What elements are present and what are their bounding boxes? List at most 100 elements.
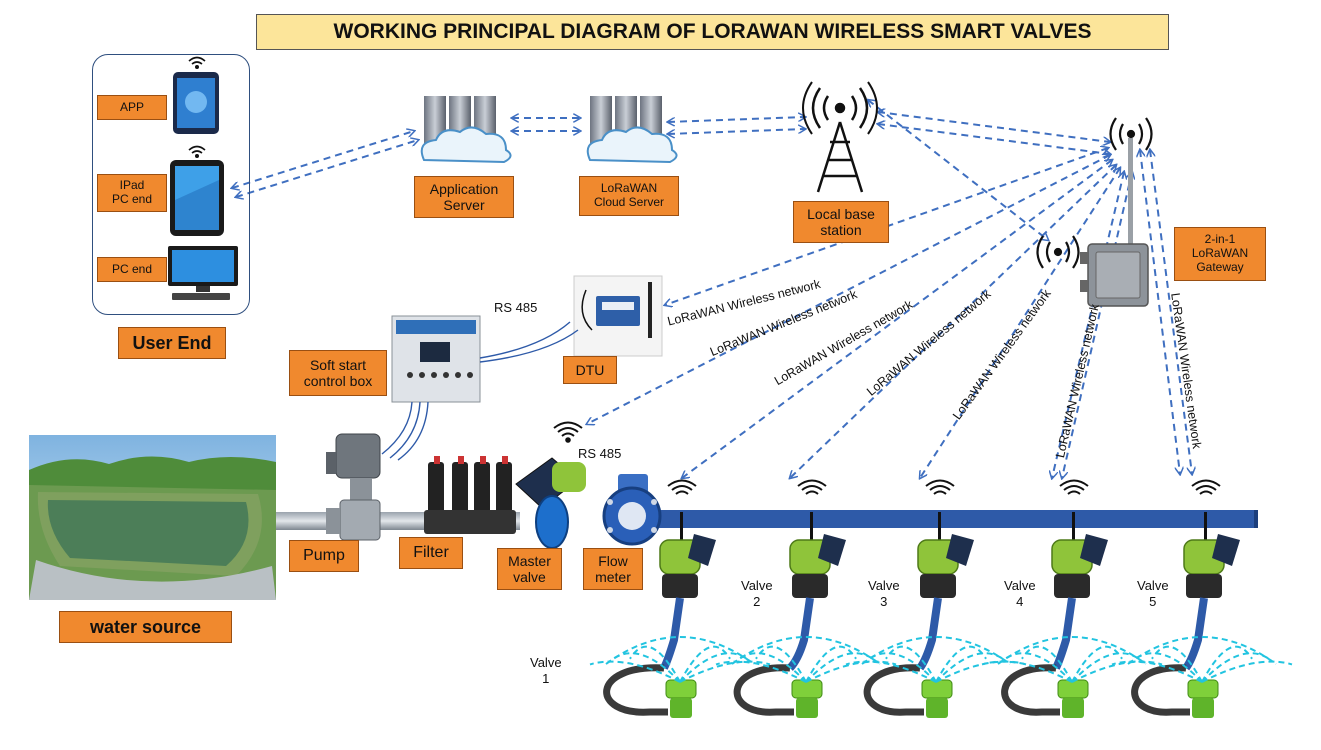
user-end-label: User End	[118, 327, 226, 359]
valve-3-label: Valve 3	[868, 578, 900, 610]
valve-1-label: Valve 1	[530, 655, 562, 687]
valve-2-label: Valve 2	[741, 578, 773, 610]
gateway-device-icon	[1080, 138, 1149, 307]
valve-3-wifi-icon	[925, 479, 955, 487]
master-valve-wifi-icon	[553, 421, 583, 443]
valve-5-body-icon	[1186, 574, 1222, 598]
application-server-icon	[420, 96, 512, 164]
valve-1-body-icon	[662, 574, 698, 598]
valve-5-spray-arc	[1111, 660, 1203, 683]
valve-3-spray-arc	[845, 660, 937, 683]
valve-2-wifi-icon	[805, 490, 819, 495]
water-source-label: water source	[59, 611, 232, 643]
master-valve-icon	[515, 457, 586, 549]
valve-4-body-icon	[1054, 574, 1090, 598]
valve-5-sprinkler-head-icon	[1187, 679, 1219, 699]
valve-1-hose	[603, 664, 668, 716]
valve-1-solar-panel-icon	[688, 534, 716, 566]
local-base-station-label: Local base station	[793, 201, 889, 243]
valve-2-spray-arc	[755, 645, 807, 683]
valve-3-spray-arc	[935, 652, 1007, 683]
valve-2-spray-arc	[731, 636, 881, 665]
valve-5-label: Valve 5	[1137, 578, 1169, 610]
valve-1-spray-arc	[605, 636, 755, 665]
valve-2-spray-arc	[805, 660, 897, 683]
valve-4-wifi-icon	[1059, 479, 1089, 487]
valve-5-antenna	[1204, 512, 1207, 542]
valve-5-sprinkler-base-icon	[1192, 698, 1214, 718]
valve-1-spray-arc	[679, 660, 771, 683]
valve-5-spray-arc	[1201, 660, 1293, 683]
cloud-server-label: LoRaWAN Cloud Server	[579, 176, 679, 216]
valve-units	[589, 479, 1293, 718]
wifi-icon	[188, 56, 206, 159]
water-source-image	[29, 435, 276, 600]
valve-2-body-icon	[792, 574, 828, 598]
rs485-valve-label: RS 485	[578, 446, 622, 461]
valve-4-solar-panel-icon	[1080, 534, 1108, 566]
valve-1-sprinkler-base-icon	[670, 698, 692, 718]
valve-2-drop-pipe	[787, 597, 814, 671]
application-server-label: Application Server	[414, 176, 514, 218]
valve-1-spray-arc	[679, 652, 751, 683]
pc-end-label: PC end	[97, 257, 167, 282]
valve-2-sprinkler-head-icon	[791, 679, 823, 699]
valve-3-spray-arc	[861, 636, 1011, 665]
valve-5-hose	[1131, 664, 1190, 716]
valve-1-wifi-icon	[675, 490, 689, 495]
valve-3-drop-pipe	[916, 597, 942, 671]
cloud-server-icon	[586, 96, 678, 164]
valve-4-wifi-icon	[1063, 485, 1085, 491]
diagram-title: WORKING PRINCIPAL DIAGRAM OF LORAWAN WIR…	[256, 14, 1169, 50]
valve-4-spray-arc	[1021, 645, 1073, 683]
valve-2-sprinkler-base-icon	[796, 698, 818, 718]
valve-1-spray-arc	[589, 660, 681, 683]
wireless-links	[232, 100, 1192, 478]
valve-1-spray-arc	[629, 645, 681, 683]
valve-3-antenna	[938, 512, 941, 542]
valve-1-wifi-icon	[667, 479, 697, 487]
valve-4-sprinkler-base-icon	[1062, 698, 1084, 718]
valve-3-spray-arc	[885, 645, 937, 683]
gateway-signal-icon	[1036, 117, 1153, 269]
valve-5-wifi-icon	[1191, 479, 1221, 487]
valve-4-spray-arc	[997, 636, 1147, 665]
pump-label: Pump	[289, 540, 359, 572]
master-valve-label: Master valve	[497, 548, 562, 590]
valve-1-drop-pipe	[660, 597, 684, 670]
gateway-label: 2-in-1 LoRaWAN Gateway	[1174, 227, 1266, 281]
rs485-top-label: RS 485	[494, 300, 538, 315]
valve-5-spray-arc	[1151, 645, 1203, 683]
valve-2-wifi-icon	[801, 485, 823, 491]
flow-meter-icon	[602, 474, 662, 546]
valve-4-spray-arc	[981, 660, 1073, 683]
valve-3-wifi-icon	[933, 490, 947, 495]
valve-2-spray-arc	[715, 660, 807, 683]
valve-5-wifi-icon	[1195, 485, 1217, 491]
valve-1-sprinkler-head-icon	[665, 679, 697, 699]
valve-4-hose	[1001, 664, 1060, 716]
valve-5-wifi-icon	[1199, 490, 1213, 495]
ipad-pc-label: IPad PC end	[97, 174, 167, 212]
valve-4-drop-pipe	[1052, 597, 1076, 670]
valve-4-spray-arc	[1071, 660, 1163, 683]
rs485-cable	[381, 321, 579, 461]
soft-start-control-box-icon	[391, 315, 481, 403]
filter-icon	[424, 456, 516, 534]
valve-2-antenna	[810, 512, 813, 542]
tablet-icon	[170, 160, 224, 236]
valve-2-hose	[733, 664, 794, 716]
valve-5-solar-panel-icon	[1212, 534, 1240, 566]
dtu-label: DTU	[563, 356, 617, 384]
valve-1-antenna	[680, 512, 683, 542]
valve-3-hose	[863, 664, 924, 716]
valve-4-label: Valve 4	[1004, 578, 1036, 610]
valve-2-wifi-icon	[797, 479, 827, 487]
filter-label: Filter	[399, 537, 463, 569]
desktop-pc-icon	[168, 246, 238, 300]
valve-1-wifi-icon	[671, 485, 693, 491]
valve-5-spray-arc	[1201, 652, 1273, 683]
valve-4-wifi-icon	[1067, 490, 1081, 495]
valve-5-drop-pipe	[1182, 597, 1208, 671]
